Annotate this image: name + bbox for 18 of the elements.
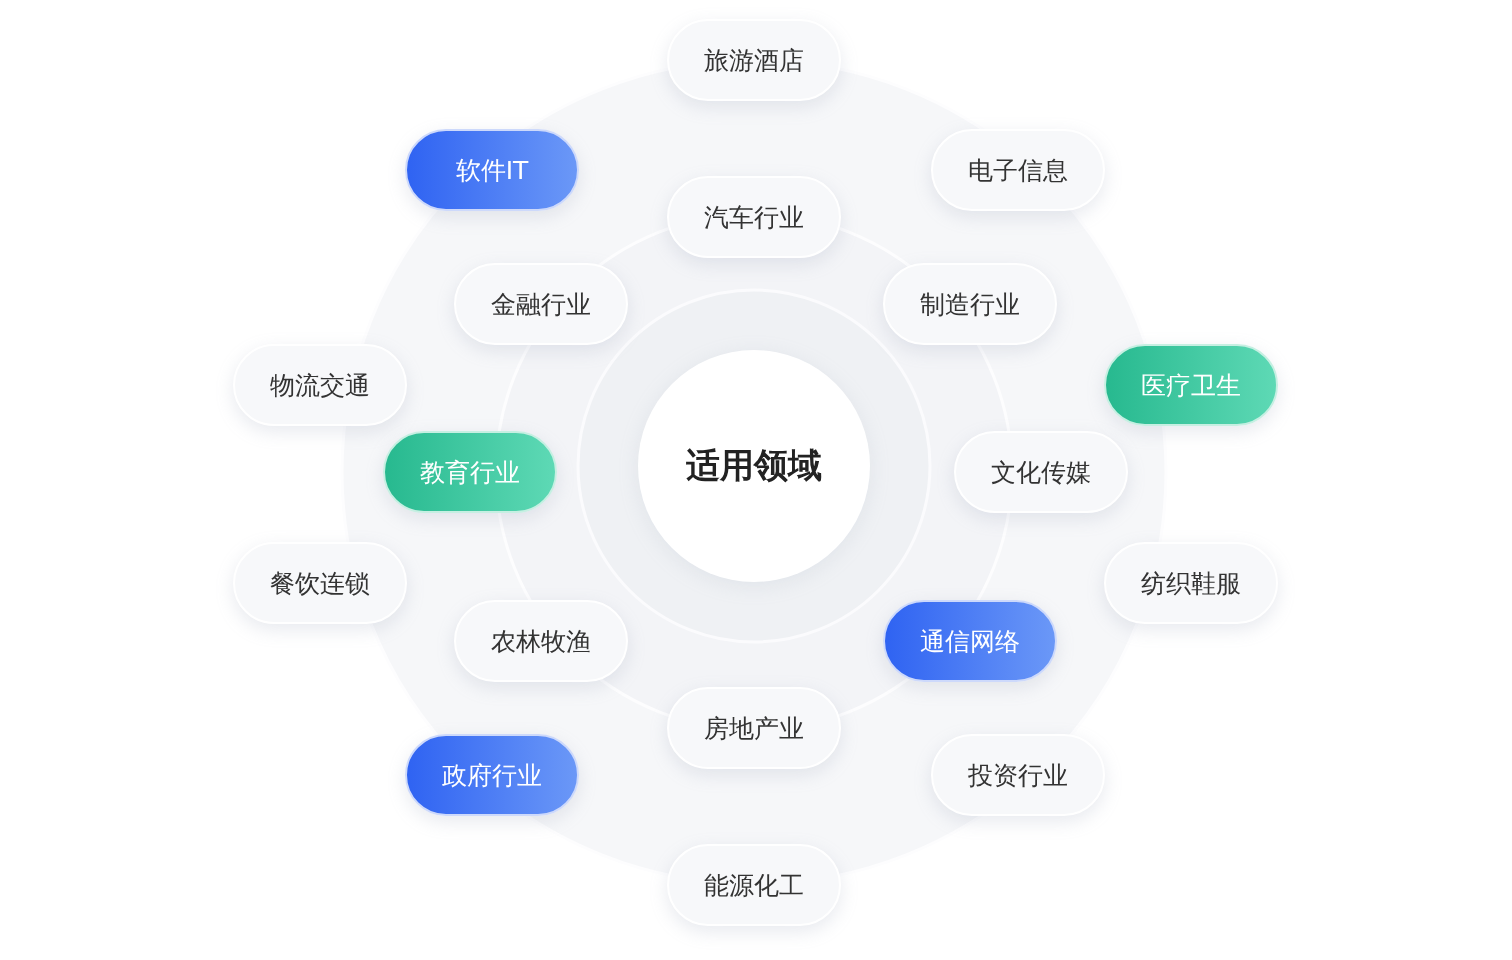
industry-tag: 软件IT [405, 129, 579, 211]
industry-tag: 金融行业 [454, 263, 628, 345]
industry-tag: 物流交通 [233, 344, 407, 426]
industry-tag: 餐饮连锁 [233, 542, 407, 624]
industry-tag: 旅游酒店 [667, 19, 841, 101]
industry-tag: 汽车行业 [667, 176, 841, 258]
industry-tag: 纺织鞋服 [1104, 542, 1278, 624]
industry-tag: 通信网络 [883, 600, 1057, 682]
industry-tag: 房地产业 [667, 687, 841, 769]
industry-tag: 制造行业 [883, 263, 1057, 345]
industry-tag: 教育行业 [383, 431, 557, 513]
industry-tag: 农林牧渔 [454, 600, 628, 682]
industry-tag: 能源化工 [667, 844, 841, 926]
industry-tag: 文化传媒 [954, 431, 1128, 513]
industry-tag: 电子信息 [931, 129, 1105, 211]
industry-tag: 医疗卫生 [1104, 344, 1278, 426]
industry-tag: 政府行业 [405, 734, 579, 816]
industry-tag: 投资行业 [931, 734, 1105, 816]
